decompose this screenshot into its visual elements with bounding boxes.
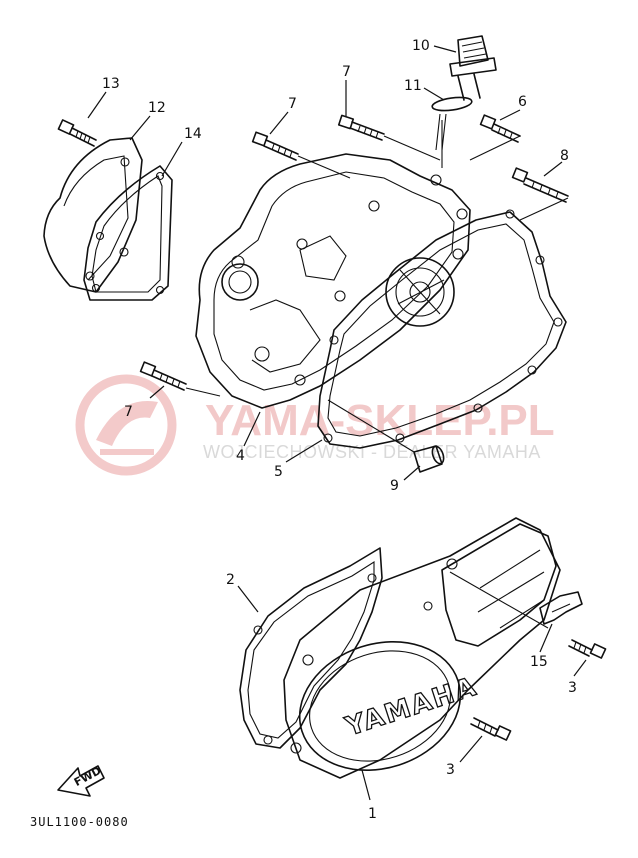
- part-11-o-ring: [431, 96, 473, 151]
- callout-2: 2: [226, 572, 235, 588]
- callout-8: 8: [560, 148, 569, 164]
- part-10-filler-plug: [449, 35, 497, 101]
- alignment-lines: [185, 120, 569, 629]
- part-15-clamp: [539, 591, 583, 625]
- callout-13: 13: [102, 76, 120, 92]
- callout-11: 11: [404, 78, 422, 94]
- watermark: YAMA-SKLEP.PL WOJCIECHOWSKI - DEALER YAM…: [75, 374, 555, 476]
- callout-7-bottom: 7: [124, 404, 133, 420]
- part-9-cap: [413, 445, 445, 473]
- part-7-bolt-b: [337, 114, 385, 141]
- callout-1: 1: [368, 806, 377, 822]
- part-13-bolt: [57, 119, 97, 147]
- callout-4: 4: [236, 448, 245, 464]
- callout-3-bottom: 3: [446, 762, 455, 778]
- callout-7-left: 7: [288, 96, 297, 112]
- callout-15: 15: [530, 654, 548, 670]
- part-12-cover: [43, 137, 143, 293]
- callout-9: 9: [390, 478, 399, 494]
- part-7-bolt-c: [139, 361, 187, 391]
- callout-12: 12: [148, 100, 166, 116]
- watermark-subtitle: WOJCIECHOWSKI - DEALER YAMAHA: [203, 442, 541, 462]
- part-4-crankcase-cover: [195, 153, 471, 409]
- watermark-logo: [75, 374, 177, 476]
- part-1-clutch-cover: YAMAHA: [283, 517, 561, 779]
- leader-lines: [87, 45, 587, 801]
- cover-brand-text: YAMAHA: [341, 672, 481, 743]
- callout-3-right: 3: [568, 680, 577, 696]
- part-3-bolt-b: [470, 717, 512, 741]
- part-5-gasket: [317, 209, 567, 449]
- callout-6: 6: [518, 94, 527, 110]
- fwd-label: FWD: [72, 764, 104, 789]
- part-7-bolt-a: [251, 131, 299, 161]
- callouts: 13 12 14 7 7 10 11 6 8 7 4 5 9 2 15 3 3 …: [102, 38, 577, 822]
- callout-10: 10: [412, 38, 430, 54]
- part-8-bolt: [511, 167, 569, 203]
- callout-7-top: 7: [342, 64, 351, 80]
- fwd-arrow: FWD: [57, 764, 105, 797]
- drawing-code: 3UL1100-0080: [30, 815, 129, 829]
- part-3-bolt-a: [568, 639, 607, 659]
- part-6-bolt: [479, 114, 521, 143]
- part-14-gasket: [83, 165, 173, 301]
- part-2-gasket: [239, 547, 383, 749]
- watermark-title: YAMA-SKLEP.PL: [205, 396, 555, 445]
- callout-5: 5: [274, 464, 283, 480]
- callout-14: 14: [184, 126, 202, 142]
